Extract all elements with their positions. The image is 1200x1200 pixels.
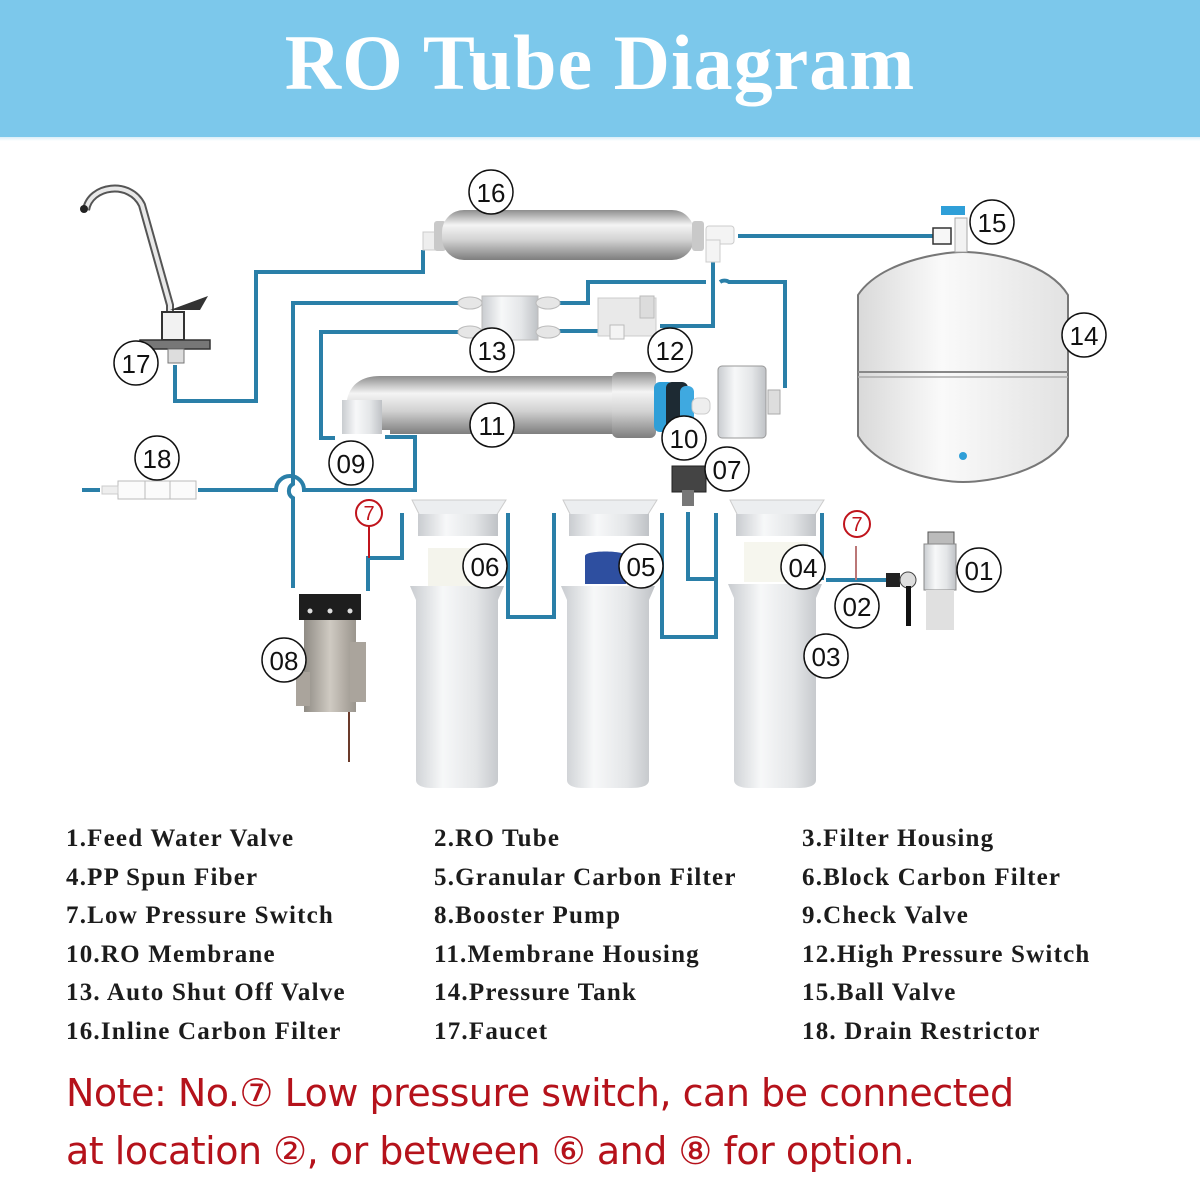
callout-14: 14 <box>1061 312 1107 358</box>
legend-row: 1.Feed Water Valve 2.RO Tube 3.Filter Ho… <box>66 820 1166 859</box>
legend-item: 10.RO Membrane <box>66 940 276 968</box>
callout-label: 17 <box>122 349 151 379</box>
tube-drain-main <box>198 435 417 492</box>
filter-housing-06 <box>410 499 507 788</box>
callout-11: 11 <box>469 402 515 448</box>
tube-13-to-12 <box>555 280 706 305</box>
callout-label: 08 <box>270 646 299 676</box>
callout-10: 10 <box>661 415 707 461</box>
callout-label: 13 <box>478 336 507 366</box>
callout-label: 15 <box>978 208 1007 238</box>
note-line-1: Note: No.⑦ Low pressure switch, can be c… <box>66 1071 1014 1115</box>
legend-item: 9.Check Valve <box>802 902 970 930</box>
legend-item: 2.RO Tube <box>434 825 561 853</box>
legend-item: 17.Faucet <box>434 1017 549 1045</box>
note-line-2: at location ②, or between ⑥ and ⑧ for op… <box>66 1129 915 1173</box>
callout-03: 03 <box>803 633 849 679</box>
callout-01: 01 <box>956 547 1002 593</box>
legend-item: 12.High Pressure Switch <box>802 940 1091 968</box>
legend-item: 8.Booster Pump <box>434 902 622 930</box>
legend-item: 3.Filter Housing <box>802 825 995 853</box>
callout-label: 11 <box>479 411 506 441</box>
legend-item: 5.Granular Carbon Filter <box>434 863 737 891</box>
callout-13: 13 <box>469 327 515 373</box>
callout-label: 12 <box>656 336 685 366</box>
callout-label: 10 <box>670 424 699 454</box>
tube-faucet-line <box>173 250 425 403</box>
callout-02: 02 <box>834 583 880 629</box>
callout-label: 06 <box>471 552 500 582</box>
legend-row: 7.Low Pressure Switch 8.Booster Pump 9.C… <box>66 897 1166 936</box>
tube-12-right <box>660 258 715 328</box>
callout-09: 09 <box>328 440 374 486</box>
callout-label: 04 <box>789 553 818 583</box>
tube-13-bottom <box>319 330 463 440</box>
tube-05-to-04 <box>660 513 718 639</box>
callout-15: 15 <box>969 199 1015 245</box>
ro-tubing <box>82 234 940 639</box>
callout-7-optional-b: 7 <box>843 510 871 538</box>
auto-shut-off-valve-13 <box>457 295 561 341</box>
callout-12: 12 <box>647 327 693 373</box>
callout-label: 7 <box>363 503 374 525</box>
installation-note: Note: No.⑦ Low pressure switch, can be c… <box>66 1064 1166 1180</box>
callout-07: 07 <box>704 446 750 492</box>
legend-item: 6.Block Carbon Filter <box>802 863 1062 891</box>
low-pressure-switch-07 <box>671 465 707 506</box>
legend-item: 11.Membrane Housing <box>434 940 700 968</box>
ro-system-diagram: 01 02 03 04 05 06 07 08 09 10 11 12 13 1… <box>80 169 1107 788</box>
tube-06-to-05 <box>506 513 556 619</box>
callout-label: 01 <box>965 556 994 586</box>
callout-label: 03 <box>812 642 841 672</box>
page-title: RO Tube Diagram <box>284 19 916 106</box>
legend-row: 13. Auto Shut Off Valve 14.Pressure Tank… <box>66 974 1166 1013</box>
callout-label: 07 <box>713 455 742 485</box>
tube-12-to-tee <box>718 278 787 388</box>
inline-carbon-filter-16 <box>422 210 735 263</box>
callout-label: 05 <box>627 552 656 582</box>
legend-row: 4.PP Spun Fiber 5.Granular Carbon Filter… <box>66 859 1166 898</box>
callout-label: 14 <box>1070 321 1099 351</box>
callout-label: 18 <box>143 444 172 474</box>
high-pressure-switch-12 <box>597 295 657 340</box>
legend-item: 13. Auto Shut Off Valve <box>66 979 346 1007</box>
booster-pump-08 <box>296 594 366 762</box>
membrane-cap <box>717 365 781 439</box>
legend-row: 10.RO Membrane 11.Membrane Housing 12.Hi… <box>66 936 1166 975</box>
callout-17: 17 <box>113 340 159 386</box>
title-banner: RO Tube Diagram <box>0 0 1200 137</box>
callout-06: 06 <box>462 543 508 589</box>
faucet-17 <box>80 184 211 364</box>
callout-04: 04 <box>780 544 826 590</box>
tube-pump-to-06 <box>366 513 404 591</box>
callout-18: 18 <box>134 435 180 481</box>
legend-item: 14.Pressure Tank <box>434 979 638 1007</box>
callout-7-optional-a: 7 <box>355 499 383 527</box>
legend-item: 7.Low Pressure Switch <box>66 902 335 930</box>
pressure-tank-14 <box>857 250 1069 484</box>
callout-05: 05 <box>618 543 664 589</box>
callout-08: 08 <box>261 637 307 683</box>
ball-valve-15 <box>932 206 968 253</box>
callout-label: 16 <box>477 178 506 208</box>
callout-label: 7 <box>851 514 862 536</box>
callout-16: 16 <box>468 169 514 215</box>
legend-item: 16.Inline Carbon Filter <box>66 1017 342 1045</box>
callout-label: 09 <box>337 449 366 479</box>
legend-item: 18. Drain Restrictor <box>802 1017 1041 1045</box>
banner-divider <box>0 137 1200 141</box>
drain-restrictor-18 <box>101 480 197 500</box>
tube-07-down <box>686 512 716 581</box>
tube-13-top <box>286 301 463 588</box>
feed-water-valve-01 <box>886 531 957 630</box>
legend-item: 1.Feed Water Valve <box>66 825 295 853</box>
legend-item: 4.PP Spun Fiber <box>66 863 259 891</box>
filter-housing-05 <box>561 499 658 788</box>
callout-label: 02 <box>843 592 872 622</box>
parts-legend: 1.Feed Water Valve 2.RO Tube 3.Filter Ho… <box>66 820 1166 1051</box>
legend-row: 16.Inline Carbon Filter 17.Faucet 18. Dr… <box>66 1013 1166 1052</box>
legend-item: 15.Ball Valve <box>802 979 957 1007</box>
